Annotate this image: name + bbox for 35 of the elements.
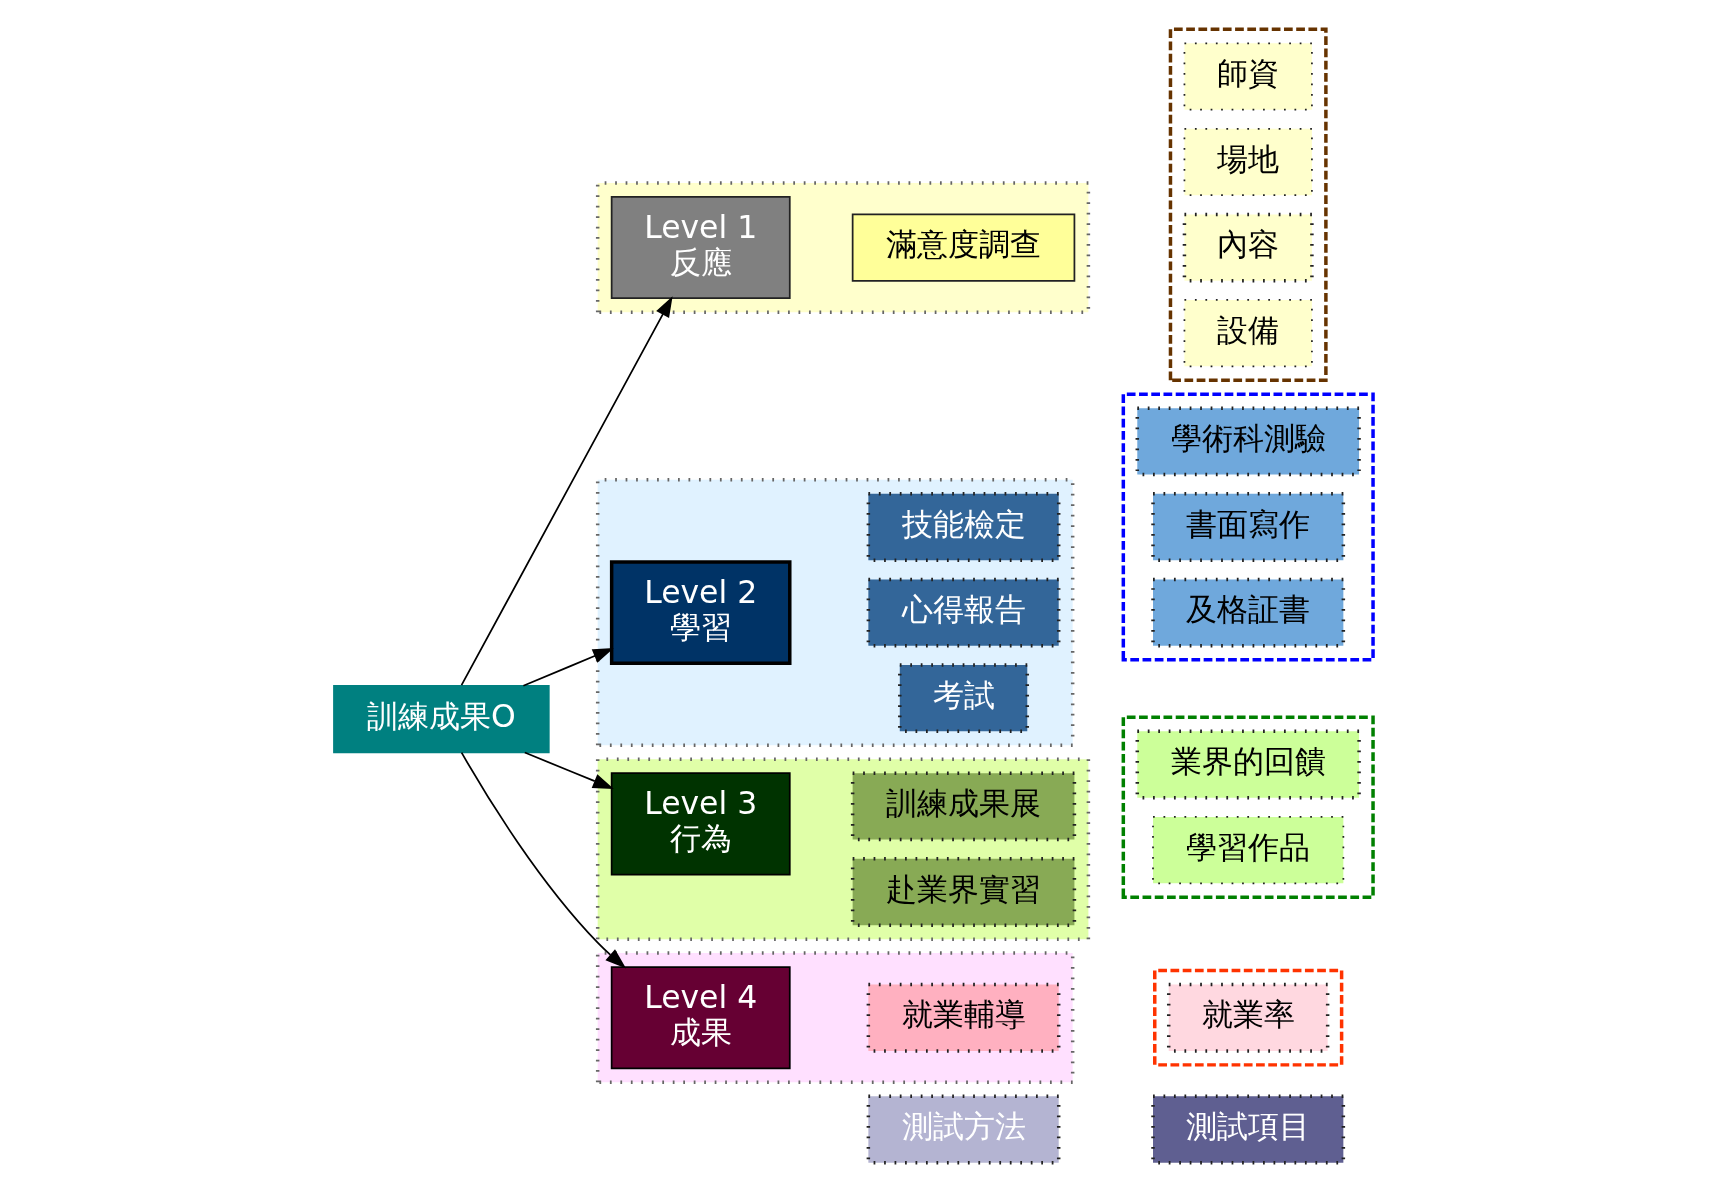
node-box: 心得報告 [866, 577, 1061, 648]
node-box: 滿意度調查 [851, 213, 1076, 282]
node-box: 就業率 [1167, 982, 1330, 1053]
cluster [595, 757, 1091, 941]
node-box: Level 4 成果 [610, 966, 791, 1070]
node-box: 訓練成果展 [850, 771, 1077, 842]
cluster [595, 478, 1075, 748]
arrow [460, 296, 673, 687]
node-box: 業界的回饋 [1135, 729, 1361, 800]
node-box: Level 3 行為 [610, 772, 791, 876]
node-box: 訓練成果O [333, 685, 550, 754]
node-box: Level 2 學習 [609, 560, 792, 665]
node-box: 學習作品 [1152, 816, 1345, 885]
node-box: 考試 [898, 663, 1029, 734]
node-box: 赴業界實習 [850, 857, 1077, 927]
node-box: 書面寫作 [1151, 492, 1346, 562]
node-box: Level 1 反應 [610, 196, 791, 300]
node-box: 及格証書 [1151, 577, 1346, 648]
cluster [1121, 392, 1375, 662]
node-box: 內容 [1182, 212, 1314, 283]
node-box: 師資 [1183, 42, 1313, 111]
cluster [1121, 715, 1375, 899]
cluster [595, 181, 1091, 314]
node-box: 技能檢定 [866, 492, 1061, 562]
node-box: 設備 [1183, 299, 1313, 368]
node-box: 學術科測驗 [1135, 406, 1361, 477]
arrow [523, 751, 614, 790]
node-box: 就業輔導 [866, 982, 1061, 1053]
arrow [460, 751, 627, 969]
node-box: 測試方法 [866, 1094, 1061, 1165]
cluster [1168, 27, 1328, 383]
node-box: 測試項目 [1151, 1094, 1346, 1165]
arrow [522, 648, 614, 687]
node-box: 場地 [1183, 127, 1313, 197]
cluster [1153, 968, 1344, 1067]
